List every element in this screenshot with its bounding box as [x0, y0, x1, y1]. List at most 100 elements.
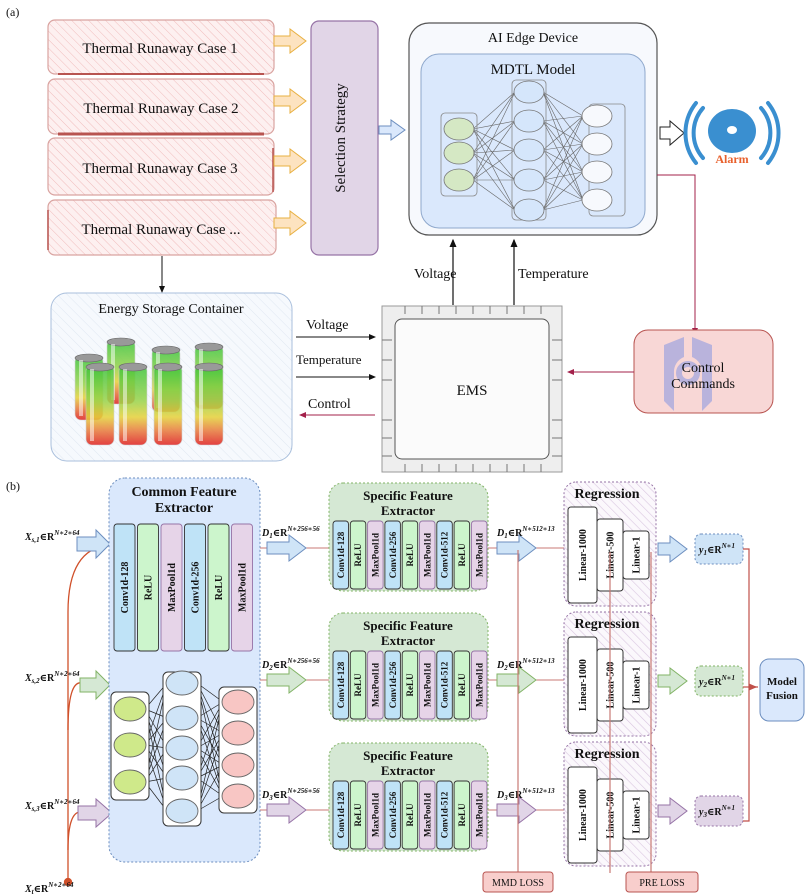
layer-label: Conv1d-128: [336, 791, 346, 838]
voltage-in-label: Voltage: [306, 318, 349, 333]
layer-relu: ReLU: [453, 650, 471, 720]
battery-icon: [194, 362, 224, 446]
output-node: [221, 752, 255, 778]
arrow-icon: [273, 148, 307, 174]
pre-loss-box: PRE LOSS: [625, 871, 699, 893]
ai-edge-device: AI Edge Device MDTL Model: [408, 22, 658, 236]
input-arrow-1-icon: [76, 528, 111, 560]
layer-label: ReLU: [353, 543, 363, 566]
case-box-n: Thermal Runaway Case ...: [47, 199, 277, 256]
layer-label: MaxPool1d: [422, 663, 432, 707]
thermal-runaway-cases: Thermal Runaway Case 1 Thermal Runaway C…: [47, 19, 277, 256]
control-path-line: [657, 174, 698, 335]
case-box-1: Thermal Runaway Case 1: [47, 19, 275, 75]
specific-output-label: D2∈RN∗512∗13: [496, 657, 555, 672]
ems-chip: EMS: [381, 305, 563, 473]
layer-label: Conv1d-512: [440, 661, 450, 708]
layer-conv1d-256: Conv1d-256: [184, 523, 206, 652]
control-commands-line-1: Control: [682, 361, 725, 376]
prediction-box: y3∈RN∗1: [694, 795, 744, 827]
specific-title-line-1: Specific Feature: [363, 748, 453, 763]
prediction-label: y2∈RN∗1: [698, 674, 735, 689]
output-node: [581, 160, 613, 184]
layer-relu: ReLU: [349, 780, 367, 850]
input-label-s1: Xs,1∈RN∗2∗64: [24, 529, 80, 544]
shield-icon: [664, 337, 712, 411]
common-title-line-1: Common Feature: [131, 485, 236, 500]
model-fusion-line-2: Fusion: [766, 690, 798, 702]
layer-label: Conv1d-256: [388, 531, 398, 578]
control-commands-box: Control Commands: [633, 329, 774, 414]
hidden-node: [513, 80, 545, 104]
regression-title: Regression: [574, 617, 639, 632]
linear-layer-label: Linear-1000: [578, 789, 589, 841]
case-label-2: Thermal Runaway Case 2: [83, 101, 238, 117]
hidden-node: [513, 168, 545, 192]
prediction-arrow-icon: [657, 796, 688, 826]
control-commands-line-2: Commands: [671, 377, 735, 392]
case-box-2: Thermal Runaway Case 2: [47, 78, 275, 136]
prediction-label: y3∈RN∗1: [698, 804, 735, 819]
layer-label: ReLU: [405, 543, 415, 566]
hidden-node: [513, 198, 545, 222]
selection-strategy-box: Selection Strategy: [310, 20, 379, 256]
mmd-loss-label: MMD LOSS: [492, 878, 544, 889]
mmd-loss-box: MMD LOSS: [482, 871, 554, 893]
input-node: [113, 732, 147, 758]
layer-conv1d-128: Conv1d-128: [113, 523, 136, 652]
output-layer-box: [218, 686, 258, 814]
layer-conv1d-128: Conv1d-128: [332, 780, 349, 850]
layer-label: MaxPool1d: [371, 533, 381, 577]
network-edges: [472, 91, 584, 211]
temperature-up-label: Temperature: [518, 267, 589, 282]
feature-arrow-icon: [266, 665, 307, 695]
arrow-icon: [273, 88, 307, 114]
layer-label: Conv1d-128: [336, 531, 346, 578]
layer-conv1d-256: Conv1d-256: [384, 650, 401, 720]
specific-title-line-1: Specific Feature: [363, 488, 453, 503]
prediction-label: y1∈RN∗1: [698, 542, 735, 557]
voltage-up-label: Voltage: [414, 267, 457, 282]
output-node: [221, 720, 255, 746]
layer-label: MaxPool1d: [371, 663, 381, 707]
arrow-icon: [273, 28, 307, 54]
case-label-1: Thermal Runaway Case 1: [82, 41, 237, 57]
layer-relu: ReLU: [349, 650, 367, 720]
output-node: [221, 783, 255, 809]
input-node: [443, 117, 475, 141]
layer-label: ReLU: [457, 543, 467, 566]
layer-maxpool1d: MaxPool1d: [470, 520, 488, 590]
regression-title: Regression: [574, 487, 639, 502]
layer-label: ReLU: [353, 673, 363, 696]
layer-relu: ReLU: [137, 523, 159, 652]
prediction-arrow-icon: [657, 534, 688, 564]
linear-layer-label: Linear-500: [606, 532, 617, 579]
layer-relu: ReLU: [207, 523, 230, 652]
input-node: [443, 141, 475, 165]
linear-layer-label: Linear-1000: [578, 659, 589, 711]
selection-strategy-label: Selection Strategy: [333, 83, 349, 193]
model-fusion-box: Model Fusion: [759, 658, 805, 722]
arrow-icon: [378, 119, 406, 141]
specific-output-label: D1∈RN∗512∗13: [496, 525, 555, 540]
output-layer-box: [588, 103, 626, 217]
layer-relu: ReLU: [453, 520, 471, 590]
layer-conv1d-512: Conv1d-512: [436, 650, 453, 720]
specific-title-line-2: Extractor: [381, 763, 435, 778]
regression-title: Regression: [574, 747, 639, 762]
layer-label: Conv1d-256: [191, 562, 202, 614]
case-label-n: Thermal Runaway Case ...: [81, 222, 240, 238]
layer-relu: ReLU: [401, 780, 419, 850]
alarm-label: Alarm: [715, 152, 748, 166]
input-node: [113, 696, 147, 722]
layer-label: ReLU: [457, 803, 467, 826]
layer-label: ReLU: [405, 673, 415, 696]
specific-title-line-2: Extractor: [381, 633, 435, 648]
prediction-box: y1∈RN∗1: [694, 533, 744, 565]
